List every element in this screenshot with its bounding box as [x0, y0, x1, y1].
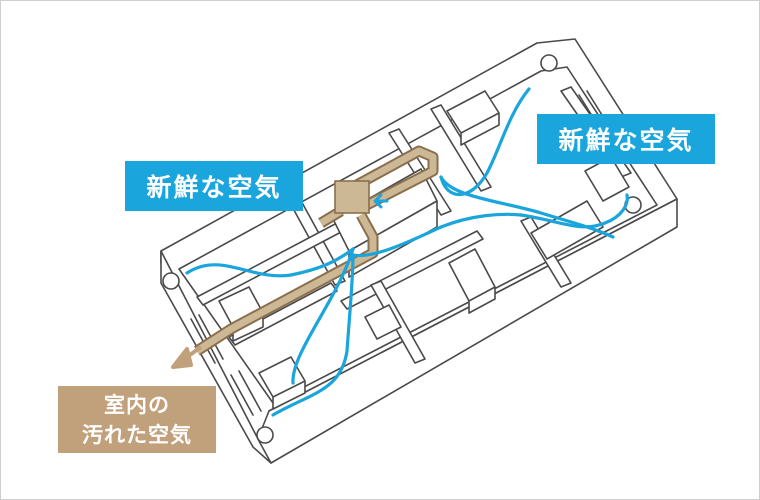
supply-arrow-icon [373, 193, 389, 209]
airflow-right-lower [519, 193, 629, 229]
ventilation-unit [334, 180, 370, 214]
stale-air-label: 室内の 汚れた空気 [58, 386, 216, 453]
column-bottom [256, 426, 274, 444]
column-left [162, 272, 180, 290]
airflow-left-room [185, 247, 355, 278]
airflow-right-upper [439, 87, 531, 197]
exhaust-arrow-icon [171, 345, 203, 369]
airflow-center-room [351, 212, 523, 258]
airflow-up-right [439, 175, 615, 239]
fresh-air-label-left: 新鮮な空気 [125, 161, 303, 211]
supply-duct-top-fill [351, 147, 437, 211]
furniture-block-5 [364, 304, 402, 340]
fresh-air-label-right: 新鮮な空気 [537, 114, 715, 164]
furniture-block-6 [530, 200, 604, 260]
stale-air-label-line-2: 汚れた空気 [82, 422, 192, 447]
airflow-bottom-room [271, 253, 355, 417]
window-bottom [230, 370, 262, 416]
outer-wall-left [160, 250, 272, 464]
partition-wall-4 [430, 104, 492, 192]
furniture-block-3 [448, 248, 496, 314]
stale-air-label-line-1: 室内の [104, 392, 170, 417]
airflow-down-left [291, 247, 355, 385]
column-top [540, 54, 558, 72]
furniture-block-4 [446, 90, 500, 146]
